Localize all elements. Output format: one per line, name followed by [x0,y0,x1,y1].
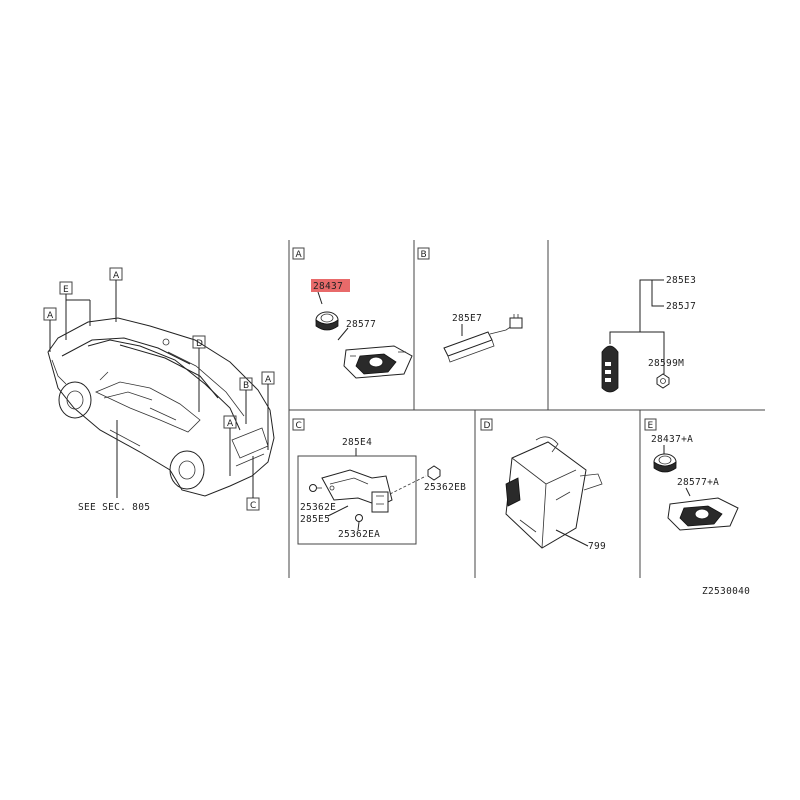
part-label-28577A[interactable]: 28577+A [677,477,719,488]
callout-a-top: A [109,267,123,322]
svg-text:E: E [63,285,69,295]
panel-c: C 285E4 25362E 285E5 25362EA 25362EB [292,418,466,545]
car-overview: A E A D B A [43,267,275,513]
panel-c-letter: C [296,421,302,431]
part-label-25362EA[interactable]: 25362EA [338,529,380,540]
callout-b: B [239,377,253,424]
part-label-28599M[interactable]: 28599M [648,358,684,369]
diagram-id: Z2530040 [702,586,750,597]
antenna-unit [443,314,523,363]
callout-e: E [59,281,91,340]
svg-text:A: A [47,311,54,321]
svg-text:A: A [227,419,234,429]
part-label-28437[interactable]: 28437 [313,281,343,292]
part-label-28577[interactable]: 28577 [346,319,376,330]
part-label-285E7[interactable]: 285E7 [452,313,482,324]
callout-d: D [192,335,206,412]
callout-a-lower: A [223,415,237,476]
part-label-285E5[interactable]: 285E5 [300,514,330,525]
panel-grid [288,240,765,578]
part-label-25362E[interactable]: 25362E [300,502,336,513]
mounting-bracket [321,469,393,513]
part-label-799[interactable]: 799 [588,541,606,552]
panel-e: E 28437+A 28577+A [644,418,739,531]
part-highlight [311,279,350,292]
svg-text:A: A [265,375,272,385]
smart-key-fob [601,345,619,393]
callout-a-left: A [43,307,57,352]
bracket-inset-frame [297,455,417,545]
panel-b-letter: B [421,250,427,260]
panel-a: A 28437 28577 [292,247,413,379]
svg-text:A: A [113,271,120,281]
part-label-285E3[interactable]: 285E3 [666,275,696,286]
sensor-bracket [343,345,413,379]
callout-a-rear: A [261,371,275,450]
svg-text:C: C [250,501,256,511]
sensor-bracket-e [667,497,739,531]
callout-c: C [246,456,260,511]
panel-e-letter: E [648,421,654,431]
car-illustration [47,317,275,497]
parking-sensor [315,311,339,331]
see-section-label: SEE SEC. 805 [78,502,150,513]
control-module [505,436,603,549]
bolt-25362EA [355,514,363,522]
bolt-25362E [309,484,322,492]
clip-25362EB [427,465,441,481]
panel-d: D 799 [480,418,606,552]
part-label-285J7[interactable]: 285J7 [666,301,696,312]
parking-sensor-e [653,453,677,473]
svg-text:B: B [243,381,249,391]
panel-a-letter: A [296,250,303,260]
panel-d-letter: D [484,421,491,431]
svg-text:D: D [196,339,203,349]
key-nut [656,373,670,389]
panel-b: B 285E7 [417,247,523,363]
part-label-28437A[interactable]: 28437+A [651,434,693,445]
part-label-285E4[interactable]: 285E4 [342,437,372,448]
panel-key: 285E3 285J7 28599M [601,275,696,393]
part-label-25362EB[interactable]: 25362EB [424,482,466,493]
